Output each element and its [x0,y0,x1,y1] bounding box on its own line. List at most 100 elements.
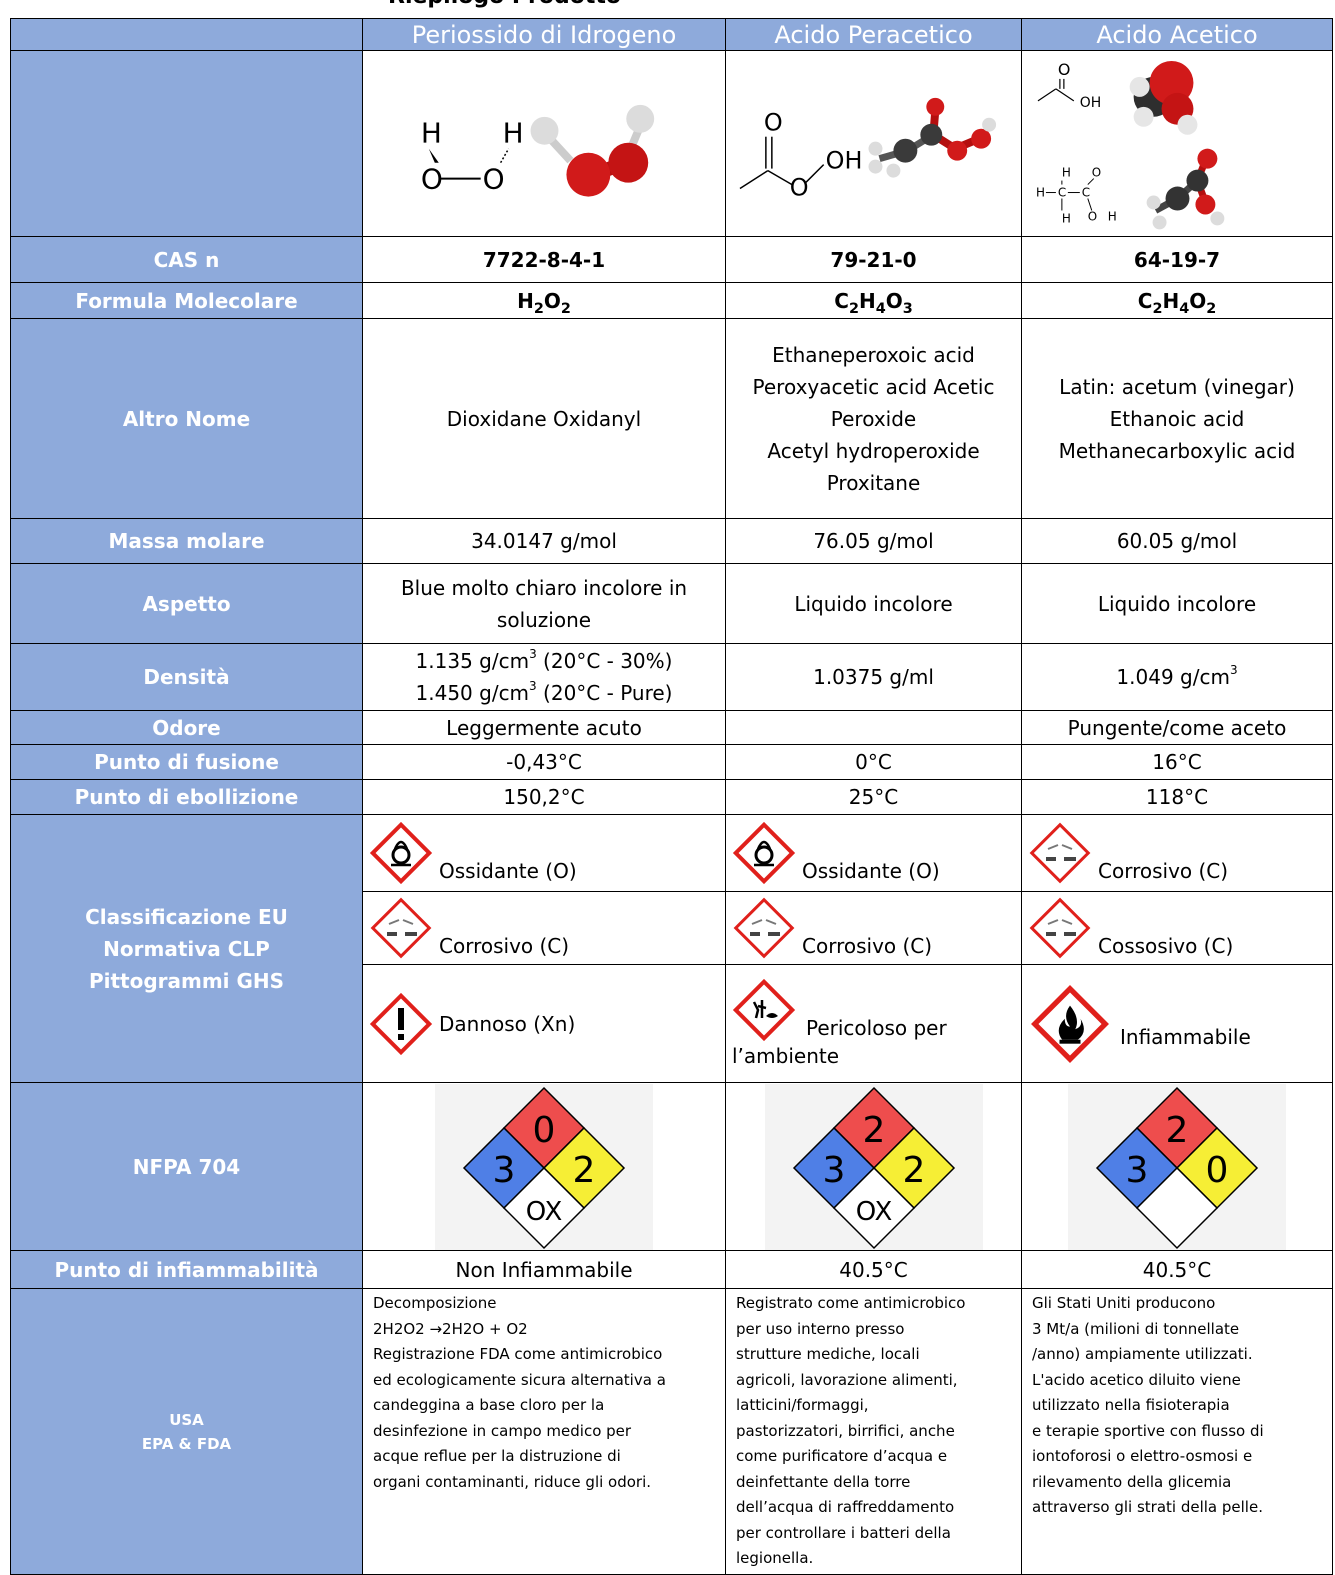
cas-row: CAS n 7722-8-4-1 79-21-0 64-19-7 [10,236,1333,284]
hazard-label: Ossidante (O) [802,859,940,884]
header-corner [10,18,363,51]
formula-row: Formula Molecolare H2O2 C2H4O3 C2H4O2 [10,282,1333,320]
odor-value: Pungente/come aceto [1021,710,1333,746]
aa2-atom-c1: C [1058,186,1066,200]
cas-value: 64-19-7 [1021,236,1333,284]
hazard-cell: Corrosivo (C) [1021,814,1333,893]
nfpa-reactivity: 2 [573,1150,596,1191]
hazard-label: Corrosivo (C) [1098,859,1229,884]
other-name-value: Dioxidane Oxidanyl [362,318,726,520]
hazard-label: Corrosivo (C) [802,934,933,959]
nfpa-special: OX [526,1197,563,1227]
row-label-cas: CAS n [10,236,363,284]
row-label-density: Densità [10,643,363,712]
nfpa-cell: 2 3 0 [1021,1082,1333,1252]
nfpa-cell: 2 3 2 OX [725,1082,1022,1252]
density-value: 1.0375 g/ml [725,643,1022,712]
flash-point-value: 40.5°C [725,1250,1022,1290]
melting-point-value: 0°C [725,744,1022,781]
density-row: Densità 1.135 g/cm3 (20°C - 30%) 1.450 g… [10,643,1333,712]
nfpa-health: 3 [822,1150,845,1191]
hazard-label: Corrosivo (C) [439,934,570,959]
classification-row-2: Corrosivo (C) Corrosivo (C) Cossosivo (C… [11,891,1333,966]
row-label-usa-epa-fda: USA EPA & FDA [10,1288,363,1575]
aa2-atom-c2: C [1082,186,1090,200]
molar-mass-value: 76.05 g/mol [725,518,1022,565]
hazard-cell: Ossidante (O) [725,814,1022,893]
structure-acetic-acid: O OH H H H C C O O H [1021,49,1333,238]
paa-atom-o2: O [790,174,809,202]
usa-regulation-text: Registrato come antimicrobico per uso in… [725,1288,1022,1575]
other-name-value: Ethaneperoxoic acid Peroxyacetic acid Ac… [725,318,1022,520]
formula-value: C2H4O2 [1021,282,1333,320]
hazard-cell: Dannoso (Xn) [362,964,726,1084]
row-label-flash-point: Punto di infiammabilità [10,1250,363,1290]
classification-row-1: Classificazione EU Normativa CLP Pittogr… [10,814,1333,1084]
boiling-point-row: Punto di ebollizione 150,2°C 25°C 118°C [10,779,1333,816]
density-value: 1.135 g/cm3 (20°C - 30%) 1.450 g/cm3 (20… [362,643,726,712]
structure-hydrogen-peroxide: H H O O [362,49,726,238]
usa-regulation-row: USA EPA & FDA Decomposizione 2H2O2 →2H2O… [10,1288,1333,1575]
paa-atom-o1: O [764,109,783,137]
boiling-point-value: 150,2°C [362,779,726,816]
h2o2-atom-o1: O [421,163,443,196]
corrosive-icon [370,898,432,959]
corrosive-icon [733,898,795,959]
melting-point-row: Punto di fusione -0,43°C 0°C 16°C [10,744,1333,781]
header-row: Periossido di Idrogeno Acido Peracetico … [10,18,1333,51]
row-label-classification: Classificazione EU Normativa CLP Pittogr… [10,814,363,1084]
other-name-value: Latin: acetum (vinegar) Ethanoic acid Me… [1021,318,1333,520]
formula-value: H2O2 [362,282,726,320]
melting-point-value: -0,43°C [362,744,726,781]
row-label-melting-point: Punto di fusione [10,744,363,781]
flash-point-value: 40.5°C [1021,1250,1333,1290]
odor-value: Leggermente acuto [362,710,726,746]
row-label-formula: Formula Molecolare [10,282,363,320]
nfpa-cell: 0 3 2 OX [362,1082,726,1252]
usa-regulation-text: Gli Stati Uniti producono 3 Mt/a (milion… [1021,1288,1333,1575]
aa2-atom-o2: O [1088,209,1097,223]
document-title: Riepilogo Prodotto [388,0,621,8]
boiling-point-value: 118°C [1021,779,1333,816]
hazard-label: Pericoloso per [806,1015,947,1040]
column-header-acetic-acid: Acido Acetico [1021,18,1333,51]
corrosive-icon [1029,898,1091,959]
hazard-label: Cossosivo (C) [1098,934,1234,959]
hazard-cell: Pericoloso per l’ambiente [725,964,1022,1084]
row-label-appearance: Aspetto [10,563,363,645]
density-value: 1.049 g/cm3 [1021,643,1333,712]
appearance-value: Liquido incolore [725,563,1022,645]
odor-row: Odore Leggermente acuto Pungente/come ac… [10,710,1333,746]
paa-structure-image: O O OH [739,97,997,202]
nfpa-reactivity: 0 [1206,1150,1229,1191]
nfpa-health: 3 [1126,1150,1149,1191]
aa-atom-oh: OH [1080,95,1101,111]
column-header-peracetic-acid: Acido Peracetico [725,18,1022,51]
nfpa-reactivity: 2 [902,1150,925,1191]
row-label-boiling-point: Punto di ebollizione [10,779,363,816]
aa2-atom-h3: H [1062,211,1071,225]
paa-atom-oh: OH [826,147,863,175]
row-label-molar-mass: Massa molare [10,518,363,565]
aa2-atom-h4: H [1108,209,1117,223]
row-label-odor: Odore [10,710,363,746]
environment-icon [732,978,796,1042]
nfpa-diamond-icon: 0 3 2 OX [462,1086,626,1250]
hazard-cell: Corrosivo (C) [725,891,1022,966]
row-label-nfpa: NFPA 704 [10,1082,363,1252]
oxidizer-icon [732,822,796,885]
formula-value: C2H4O3 [725,282,1022,320]
aa2-atom-h1: H [1062,166,1071,180]
hazard-cell: Cossosivo (C) [1021,891,1333,966]
h2o2-structure-image: H H O O [421,104,655,197]
oxidizer-icon [369,822,433,885]
molar-mass-value: 34.0147 g/mol [362,518,726,565]
h2o2-atom-o2: O [483,163,505,196]
hazard-label: Ossidante (O) [439,859,577,884]
aa-atom-o: O [1058,60,1071,79]
boiling-point-value: 25°C [725,779,1022,816]
flame-icon [1031,985,1109,1063]
hazard-label-continued: l’ambiente [732,1043,840,1068]
nfpa-diamond-icon: 2 3 0 [1095,1086,1259,1250]
